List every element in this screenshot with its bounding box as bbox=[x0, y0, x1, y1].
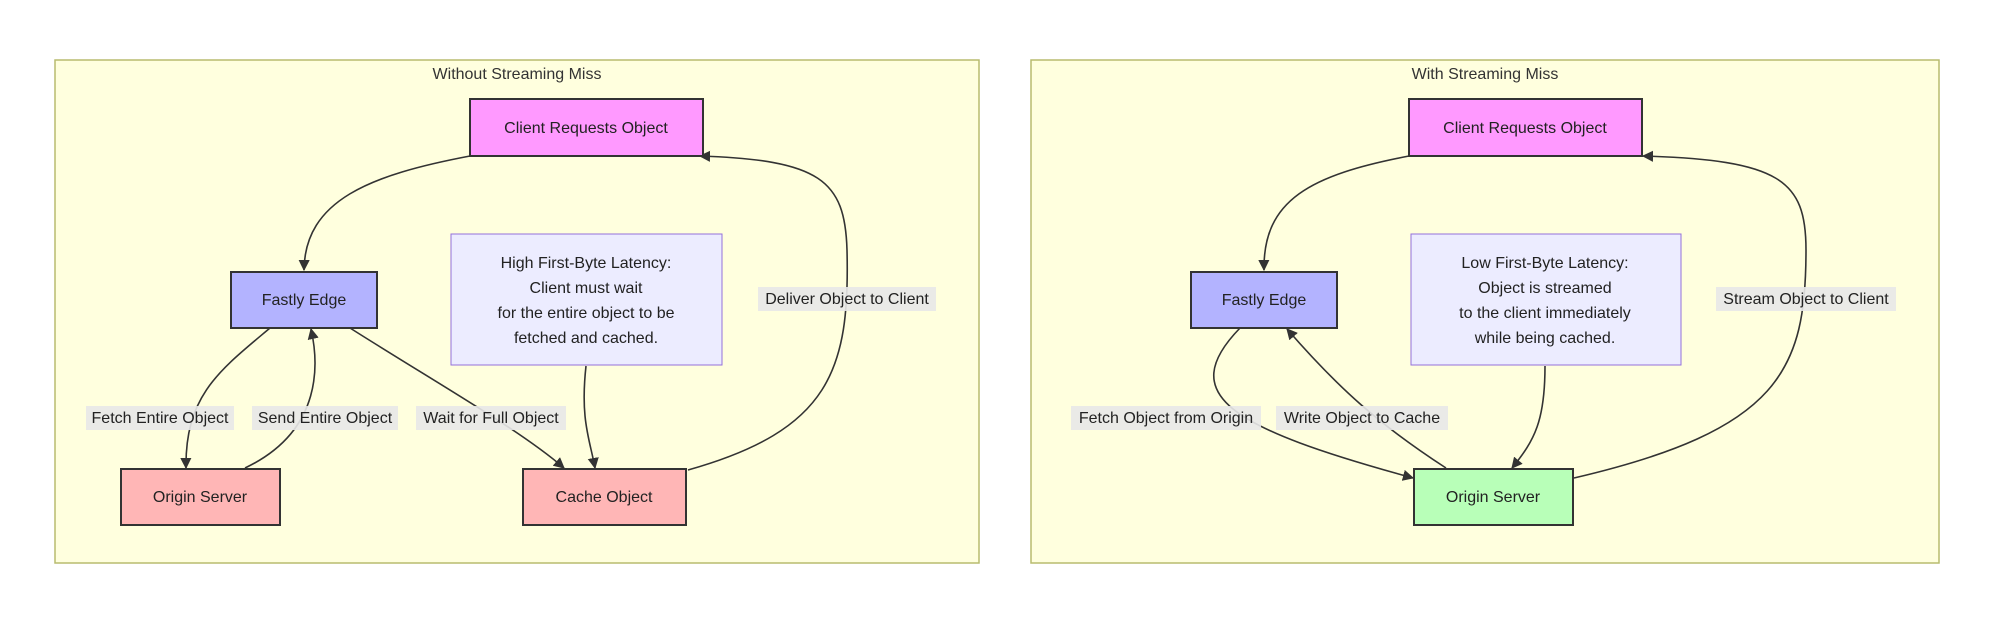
note-high-latency-line-2: Client must wait bbox=[530, 280, 643, 297]
node-cache-object-left-label: Cache Object bbox=[556, 489, 653, 506]
node-fastly-edge-right-label: Fastly Edge bbox=[1222, 292, 1307, 309]
node-origin-server-left-label: Origin Server bbox=[153, 489, 248, 506]
edge-client-to-fastly-left bbox=[298, 155, 471, 272]
edge-fetch-entire-object bbox=[180, 327, 271, 470]
edge-label-write-object-to-cache-text: Write Object to Cache bbox=[1284, 410, 1440, 427]
edge-note-to-cache bbox=[583, 365, 599, 470]
node-origin-server-right-label: Origin Server bbox=[1446, 489, 1541, 506]
edge-label-fetch-object-from-origin: Fetch Object from Origin bbox=[1071, 406, 1261, 430]
edge-label-fetch-object-from-origin-bg bbox=[1071, 406, 1261, 430]
edge-label-deliver-object-to-client: Deliver Object to Client bbox=[758, 287, 936, 311]
edge-label-write-object-to-cache: Write Object to Cache bbox=[1276, 406, 1448, 430]
edge-deliver-object-to-client bbox=[687, 150, 849, 471]
note-high-latency-box bbox=[450, 233, 723, 366]
edge-stream-object-to-client bbox=[1573, 150, 1807, 479]
edge-label-wait-for-full-object-bg bbox=[416, 406, 566, 430]
node-fastly-edge-left: Fastly Edge bbox=[230, 271, 378, 329]
edge-label-stream-object-to-client: Stream Object to Client bbox=[1716, 287, 1896, 311]
edge-label-deliver-object-to-client-text: Deliver Object to Client bbox=[765, 291, 929, 308]
cluster-without-streaming: Without Streaming Miss Client Requests O… bbox=[54, 59, 980, 564]
note-high-latency: High First-Byte Latency: Client must wai… bbox=[450, 233, 723, 366]
cluster-with-streaming: With Streaming Miss Client Requests Obje… bbox=[1030, 59, 1940, 564]
node-cache-object-left-box bbox=[522, 468, 687, 526]
edge-label-stream-object-to-client-text: Stream Object to Client bbox=[1723, 291, 1889, 308]
node-cache-object-left: Cache Object bbox=[522, 468, 687, 526]
node-client-requests-object-right: Client Requests Object bbox=[1408, 98, 1643, 157]
note-low-latency-box bbox=[1410, 233, 1682, 366]
note-low-latency-line-2: Object is streamed bbox=[1478, 280, 1611, 297]
node-client-requests-object-right-box bbox=[1408, 98, 1643, 157]
edge-write-object-to-cache bbox=[1286, 328, 1447, 469]
edge-send-entire-object bbox=[244, 327, 319, 469]
node-fastly-edge-right-box bbox=[1190, 271, 1338, 329]
edge-label-stream-object-to-client-bg bbox=[1716, 287, 1896, 311]
edge-label-write-object-to-cache-bg bbox=[1276, 406, 1448, 430]
edge-note-to-origin-right bbox=[1511, 365, 1546, 469]
note-low-latency-line-1: Low First-Byte Latency: bbox=[1461, 255, 1628, 272]
node-client-requests-object-left-box bbox=[469, 98, 704, 157]
edge-client-to-fastly-right bbox=[1258, 155, 1410, 272]
edge-label-fetch-object-from-origin-text: Fetch Object from Origin bbox=[1079, 410, 1253, 427]
edge-label-send-entire-object: Send Entire Object bbox=[252, 406, 398, 430]
note-low-latency-line-4: while being cached. bbox=[1474, 330, 1616, 347]
edge-label-fetch-entire-object-bg bbox=[86, 406, 234, 430]
note-low-latency: Low First-Byte Latency: Object is stream… bbox=[1410, 233, 1682, 366]
cluster-with-streaming-title: With Streaming Miss bbox=[1412, 66, 1559, 83]
node-client-requests-object-left-label: Client Requests Object bbox=[504, 120, 668, 137]
edge-label-fetch-entire-object: Fetch Entire Object bbox=[86, 406, 234, 430]
node-origin-server-right: Origin Server bbox=[1413, 468, 1574, 526]
note-high-latency-line-4: fetched and cached. bbox=[514, 330, 658, 347]
cluster-without-streaming-title: Without Streaming Miss bbox=[433, 66, 602, 83]
edge-wait-for-full-object bbox=[349, 327, 565, 469]
edge-label-fetch-entire-object-text: Fetch Entire Object bbox=[92, 410, 230, 427]
node-origin-server-left: Origin Server bbox=[120, 468, 281, 526]
node-origin-server-right-box bbox=[1413, 468, 1574, 526]
edge-label-wait-for-full-object-text: Wait for Full Object bbox=[423, 410, 559, 427]
node-fastly-edge-left-box bbox=[230, 271, 378, 329]
edge-label-wait-for-full-object: Wait for Full Object bbox=[416, 406, 566, 430]
note-high-latency-line-3: for the entire object to be bbox=[498, 305, 675, 322]
node-origin-server-left-box bbox=[120, 468, 281, 526]
node-fastly-edge-left-label: Fastly Edge bbox=[262, 292, 347, 309]
edge-label-send-entire-object-bg bbox=[252, 406, 398, 430]
node-client-requests-object-right-label: Client Requests Object bbox=[1443, 120, 1607, 137]
node-fastly-edge-right: Fastly Edge bbox=[1190, 271, 1338, 329]
note-low-latency-line-3: to the client immediately bbox=[1459, 305, 1631, 322]
edge-label-send-entire-object-text: Send Entire Object bbox=[258, 410, 393, 427]
edge-label-deliver-object-to-client-bg bbox=[758, 287, 936, 311]
node-client-requests-object-left: Client Requests Object bbox=[469, 98, 704, 157]
note-high-latency-line-1: High First-Byte Latency: bbox=[501, 255, 672, 272]
